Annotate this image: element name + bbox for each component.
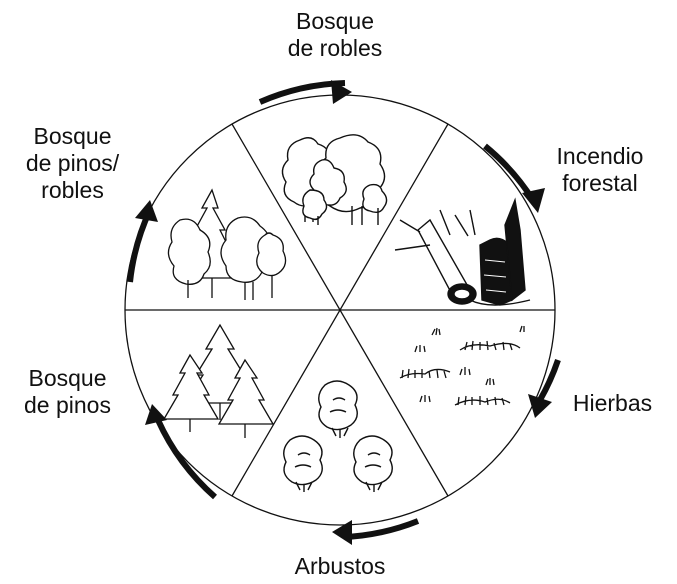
- arrow-oak-to-fire: [258, 80, 346, 105]
- arrow-heads: [135, 80, 552, 545]
- stage-label-grasses: Hierbas: [555, 390, 670, 417]
- arrow-shrub-to-pine: [344, 518, 420, 540]
- burned-trees-icon: [394, 197, 531, 306]
- stage-label-pine-forest: Bosque de pinos: [5, 365, 130, 419]
- stage-label-line: forestal: [562, 170, 638, 196]
- oak-trees-icon: [281, 134, 388, 225]
- stage-label-line: Bosque: [28, 365, 107, 391]
- shrubs-icon: [283, 380, 393, 492]
- arrow-head-icon: [522, 188, 545, 213]
- stage-label-line: Incendio: [556, 143, 644, 169]
- stage-label-line: de pinos/: [25, 150, 120, 176]
- arrow-fire-to-grass: [483, 143, 536, 202]
- stage-label-shrubs: Arbustos: [270, 553, 410, 580]
- stage-label-forest-fire: Incendio forestal: [535, 143, 665, 197]
- stage-label-line: Arbustos: [294, 553, 386, 579]
- stage-label-line: Bosque: [33, 123, 112, 149]
- grasses-icon: [399, 325, 525, 406]
- stage-label-line: de robles: [287, 35, 383, 61]
- arrow-head-icon: [332, 520, 352, 545]
- stage-label-line: Bosque: [295, 8, 374, 34]
- arrow-head-icon: [528, 394, 552, 418]
- arrow-head-icon: [331, 80, 352, 104]
- stage-label-pine-oak-forest: Bosque de pinos/ robles: [10, 123, 135, 204]
- arrow-head-icon: [135, 200, 158, 222]
- arrow-pineoak-to-oak: [127, 208, 153, 283]
- pine-trees-icon: [162, 323, 275, 438]
- stage-label-line: robles: [41, 177, 104, 203]
- stage-label-oak-forest: Bosque de robles: [265, 8, 405, 62]
- sector-divider: [231, 123, 449, 497]
- arrow-pine-to-pineoak: [155, 418, 217, 500]
- arrow-head-icon: [145, 404, 167, 425]
- stage-label-line: de pinos: [24, 392, 111, 418]
- stage-label-line: Hierbas: [572, 390, 653, 416]
- pine-oak-trees-icon: [167, 188, 287, 300]
